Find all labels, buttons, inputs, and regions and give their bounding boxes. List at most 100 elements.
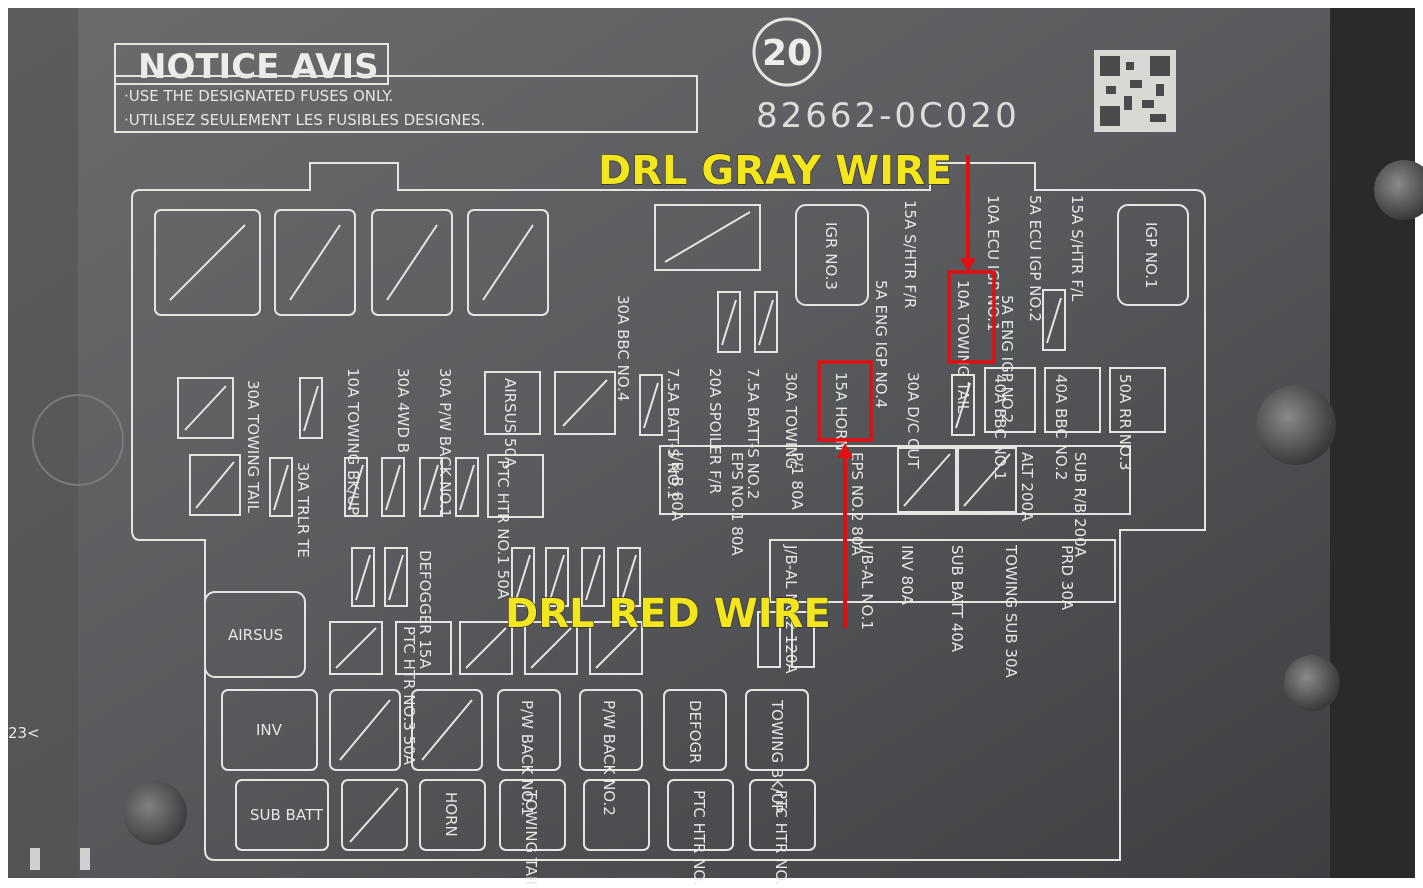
fuse-sub-batt-40a: SUB BATT 40A — [948, 545, 966, 653]
fuse-spoiler: 20A SPOILER F/R — [706, 368, 724, 494]
fuse-towing-30a: 30A TOWING — [782, 372, 800, 469]
relay-ptc-htr-no3 — [749, 779, 816, 851]
relay-towing-bkup — [745, 689, 809, 771]
fuse-sub-rb: SUB R/B 200A — [1071, 452, 1089, 558]
fuse-alt: ALT 200A — [1018, 452, 1036, 522]
mount-ring — [32, 394, 124, 486]
relay-ptc-htr-no2 — [667, 779, 734, 851]
fuse-jb-al-no1: J/B-AL NO.1 — [858, 544, 876, 630]
relay-towing-tail — [499, 779, 566, 851]
connector-pin — [30, 848, 40, 870]
notice-title-box — [114, 43, 389, 85]
fuse-dc-cut: 30A D/C CUT — [904, 372, 922, 469]
relay-pw-back-no1-label: P/W BACK NO.1 — [518, 700, 536, 816]
callout-red-wire: DRL RED WIRE — [505, 591, 831, 637]
relay-inv — [221, 689, 318, 771]
fuse-ptc-htr-no1-box — [487, 454, 544, 518]
relay-sub-batt-label: SUB BATT — [250, 806, 324, 824]
relay-airsus — [204, 591, 306, 678]
relay-blank — [583, 779, 650, 851]
fuse-rr-no3: 50A RR NO.3 — [1116, 374, 1134, 470]
relay-ptc-htr-no2-label: PTC HTR NO.2 — [690, 790, 708, 884]
fuse-towing-tail-igp: 10A TOWING TAIL — [954, 280, 972, 414]
fuse-batt-s-no1: 7.5A BATT-S NO.1 — [664, 368, 682, 499]
fuse-slots-upper — [717, 289, 1066, 436]
fuse-trlr-te: 30A TRLR TE — [294, 462, 312, 558]
fuse-towing-brkp: 10A TOWING BK/UP — [344, 368, 362, 515]
relay-pw-back-no2-label: P/W BACK NO.2 — [600, 700, 618, 816]
relay-row-top — [154, 204, 761, 316]
fuse-s-htr: 15A S/HTR F/R — [901, 200, 919, 308]
relay-inv-label: INV — [256, 721, 283, 739]
callout-gray-wire: DRL GRAY WIRE — [598, 148, 952, 194]
relay-horn — [419, 779, 486, 851]
fuse-jb-al-no2: J/B-AL NO.2 120A — [782, 544, 800, 674]
cover-edge-left — [8, 8, 78, 878]
fuse-ecu-igp-no2: 5A ECU IGP NO.2 — [1026, 195, 1044, 322]
red-wire-highlight — [817, 360, 873, 442]
fuse-slot-blank — [897, 447, 957, 513]
fuse-slot-mark — [903, 453, 951, 507]
fuse-eng-igp-no2: 5A ENG IGP NO.2 — [998, 295, 1016, 423]
fuse-ptc-htr-no1: PTC HTR NO.1 50A — [494, 460, 512, 600]
gray-wire-arrow-head — [960, 258, 976, 272]
fuse-rr-no3-box — [1109, 367, 1166, 433]
fuse-airsus-box — [484, 371, 541, 435]
connector-pin — [80, 848, 90, 870]
relay-towing-bkup-label: TOWING BK/UP — [768, 699, 786, 813]
relay-sub-batt — [235, 779, 329, 851]
gray-wire-highlight — [947, 270, 996, 364]
fuse-batt-s-no2: 7.5A BATT-S NO.2 — [744, 368, 762, 499]
notice-line-1: ·USE THE DESIGNATED FUSES ONLY. — [124, 87, 393, 105]
fuse-slots-middle — [177, 371, 663, 517]
mount-hole — [1284, 655, 1340, 711]
relay-igr-no3 — [795, 204, 869, 306]
fuse-towing-sub: TOWING SUB 30A — [1002, 544, 1020, 678]
relay-ptc-htr-no3-label: PTC HTR NO.3 — [772, 790, 790, 884]
fuse-horn: 15A HORN — [832, 372, 850, 451]
number-badge — [752, 17, 822, 87]
relay-grid-blank — [329, 689, 483, 851]
fuse-ecu-igp-no1: 10A ECU IGP NO.1 — [984, 195, 1002, 331]
badge-number: 20 — [762, 33, 812, 74]
fuse-eng-igp-no4: 5A ENG IGP NO.4 — [872, 280, 890, 408]
fuse-slot-blank — [957, 447, 1017, 513]
mount-hole — [123, 781, 187, 845]
cover-background — [8, 8, 1415, 878]
fuse-bbc-no1-box — [984, 367, 1036, 433]
relay-airsus-label: AIRSUS — [228, 626, 283, 644]
fuse-bbc-no2-box — [1044, 367, 1101, 433]
fuse-prd: PRD 30A — [1058, 545, 1076, 611]
fuse-towing-tail: 30A TOWING TAIL — [244, 380, 262, 514]
mount-hole — [1256, 385, 1336, 465]
fuse-inv-80a: INV 80A — [898, 545, 916, 606]
fuse-p1: P/1 80A — [788, 452, 806, 510]
fuse-pw-back-no1: 30A P/W BACK NO.1 — [436, 368, 454, 518]
cover-edge-right — [1330, 8, 1415, 878]
fuse-bbc-no1: 40A BBC NO.1 — [991, 374, 1009, 480]
lower-fuse-strip — [769, 539, 1116, 603]
relay-igp-no1-label: IGP NO.1 — [1142, 222, 1160, 289]
relay-defogr-label: DEFOGR — [686, 700, 704, 764]
fuse-eps-no2: EPS NO.2 80A — [848, 452, 866, 556]
relay-igr-no3-label: IGR NO.3 — [822, 222, 840, 290]
fuse-slot-mark — [963, 453, 1011, 507]
side-marking: 23< — [8, 724, 40, 742]
relay-pw-back-no2 — [579, 689, 643, 771]
fuse-ptc-htr-no3: PTC HTR NO.3 50A — [400, 626, 418, 766]
fuse-jb-b: J/B-B 80A — [668, 451, 686, 522]
relay-towing-tail-label: TOWING TAIL — [522, 789, 540, 884]
fuse-airsus-50a: AIRSUS 50A — [501, 378, 519, 468]
fuse-bbc-no2: 40A BBC NO.2 — [1052, 374, 1070, 480]
fuse-bbc-no4: 30A BBC NO.4 — [614, 295, 632, 401]
notice-body-box — [114, 75, 698, 133]
notice-title: NOTICE AVIS — [138, 47, 379, 87]
relay-pw-back-no1 — [497, 689, 561, 771]
fuse-box-outline — [131, 162, 1206, 861]
fuse-s-htr-fl: 15A S/HTR F/L — [1068, 195, 1086, 302]
fuse-eps-no1: EPS NO.1 80A — [728, 452, 746, 556]
fuse-4wd-b: 30A 4WD B — [394, 368, 412, 453]
red-wire-arrow-head — [837, 443, 853, 458]
relay-igp-no1 — [1117, 204, 1189, 306]
